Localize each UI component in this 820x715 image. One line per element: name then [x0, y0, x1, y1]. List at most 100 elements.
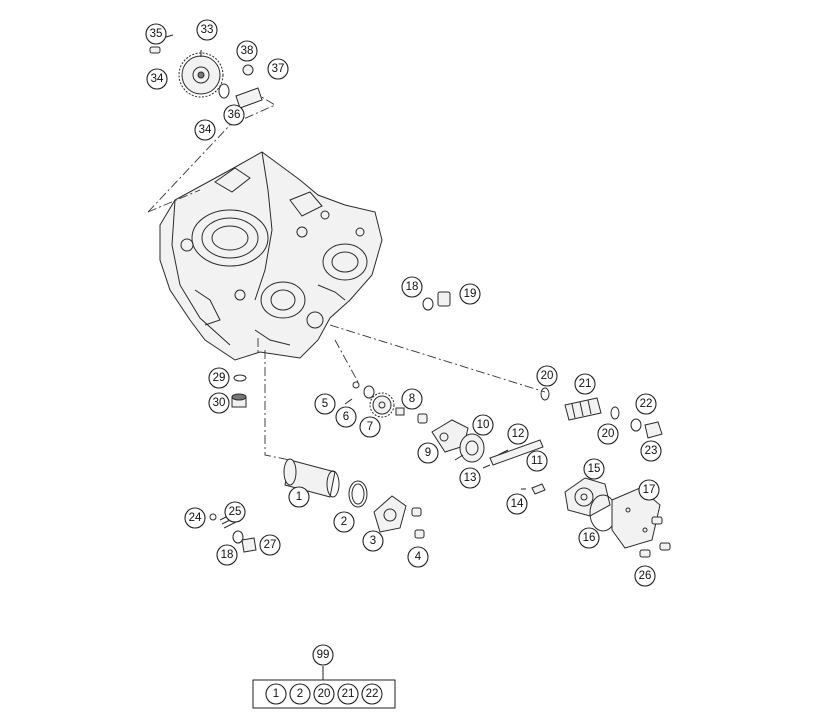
svg-text:15: 15: [588, 463, 601, 475]
svg-text:10: 10: [477, 419, 490, 431]
svg-text:29: 29: [213, 372, 226, 384]
svg-text:19: 19: [464, 288, 477, 300]
svg-text:1: 1: [273, 688, 279, 700]
callout-34: 34: [146, 68, 168, 90]
kit-item: 20: [313, 683, 335, 705]
svg-text:21: 21: [579, 378, 592, 390]
svg-text:18: 18: [406, 281, 419, 293]
callout-22: 22: [635, 393, 657, 415]
svg-text:35: 35: [150, 28, 163, 40]
callout-16: 16: [578, 527, 600, 549]
callout-10: 10: [472, 414, 494, 436]
kit-item: 21: [337, 683, 359, 705]
svg-text:7: 7: [367, 421, 373, 433]
svg-text:20: 20: [602, 428, 615, 440]
callout-21: 21: [574, 373, 596, 395]
pump-gear-group: [352, 381, 428, 424]
callout-1: 1: [288, 486, 310, 508]
callout-14: 14: [506, 493, 528, 515]
svg-text:23: 23: [645, 445, 658, 457]
callout-19: 19: [459, 283, 481, 305]
kit-box: 1 2 20 21 22: [252, 679, 396, 709]
svg-text:4: 4: [415, 551, 422, 563]
oil-pump-drive-gear-group: [149, 46, 263, 109]
callout-33: 33: [196, 19, 218, 41]
callout-99: 99: [312, 644, 334, 666]
drive-gear-33: [178, 52, 224, 98]
plug-group: [231, 374, 247, 408]
callout-23: 23: [640, 440, 662, 462]
callout-18: 18: [216, 544, 238, 566]
callout-20: 20: [536, 365, 558, 387]
callout-11: 11: [526, 450, 548, 472]
callout-17: 17: [638, 479, 660, 501]
svg-text:1: 1: [296, 491, 302, 503]
svg-text:11: 11: [531, 455, 543, 467]
pressure-relief-group: [540, 387, 663, 439]
svg-text:17: 17: [643, 484, 656, 496]
svg-text:2: 2: [341, 516, 347, 528]
svg-text:26: 26: [639, 570, 652, 582]
callout-20: 20: [597, 423, 619, 445]
svg-text:20: 20: [541, 370, 554, 382]
svg-text:9: 9: [425, 447, 431, 459]
svg-text:3: 3: [370, 535, 376, 547]
svg-text:8: 8: [409, 393, 415, 405]
callout-5: 5: [314, 393, 336, 415]
svg-text:34: 34: [151, 73, 164, 85]
guide-lines: [147, 92, 546, 461]
callout-7: 7: [359, 416, 381, 438]
callouts: 35 33 34 34 38 37 36 18 19 29 30 5 6 7 8…: [145, 19, 662, 666]
svg-text:13: 13: [464, 472, 477, 484]
svg-text:14: 14: [511, 498, 524, 510]
callout-36: 36: [223, 104, 245, 126]
callout-35: 35: [145, 23, 167, 45]
svg-text:22: 22: [366, 688, 379, 700]
leader-lines: [165, 34, 526, 680]
svg-text:37: 37: [272, 63, 285, 75]
callout-2: 2: [333, 511, 355, 533]
callout-13: 13: [459, 467, 481, 489]
svg-text:5: 5: [322, 398, 328, 410]
svg-text:25: 25: [229, 506, 242, 518]
svg-text:36: 36: [228, 109, 241, 121]
kit-item: 2: [289, 683, 311, 705]
callout-27: 27: [259, 534, 281, 556]
callout-3: 3: [362, 530, 384, 552]
bypass-valve-group: [209, 513, 257, 553]
callout-37: 37: [267, 58, 289, 80]
kit-item: 1: [265, 683, 287, 705]
svg-text:27: 27: [264, 539, 277, 551]
callout-9: 9: [417, 442, 439, 464]
svg-text:6: 6: [343, 411, 349, 423]
crankcase: [159, 151, 383, 361]
callout-8: 8: [401, 388, 423, 410]
oil-pump-body-group: [431, 419, 546, 495]
svg-text:21: 21: [342, 688, 355, 700]
svg-text:38: 38: [241, 45, 254, 57]
callout-18: 18: [401, 276, 423, 298]
callout-6: 6: [335, 406, 357, 428]
svg-text:24: 24: [189, 512, 202, 524]
callout-4: 4: [407, 546, 429, 568]
callout-38: 38: [236, 40, 258, 62]
kit-item: 22: [361, 683, 383, 705]
svg-text:30: 30: [213, 397, 226, 409]
callout-12: 12: [507, 423, 529, 445]
callout-24: 24: [184, 507, 206, 529]
callout-26: 26: [634, 565, 656, 587]
svg-text:12: 12: [512, 428, 525, 440]
callout-15: 15: [583, 458, 605, 480]
shaft-36: [235, 87, 263, 109]
svg-text:20: 20: [318, 688, 331, 700]
svg-text:22: 22: [640, 398, 653, 410]
svg-text:34: 34: [199, 124, 212, 136]
svg-text:99: 99: [317, 649, 330, 661]
callout-25: 25: [224, 501, 246, 523]
svg-text:18: 18: [221, 549, 234, 561]
svg-text:16: 16: [583, 532, 596, 544]
callout-30: 30: [208, 392, 230, 414]
callout-34: 34: [194, 119, 216, 141]
svg-text:33: 33: [201, 24, 214, 36]
